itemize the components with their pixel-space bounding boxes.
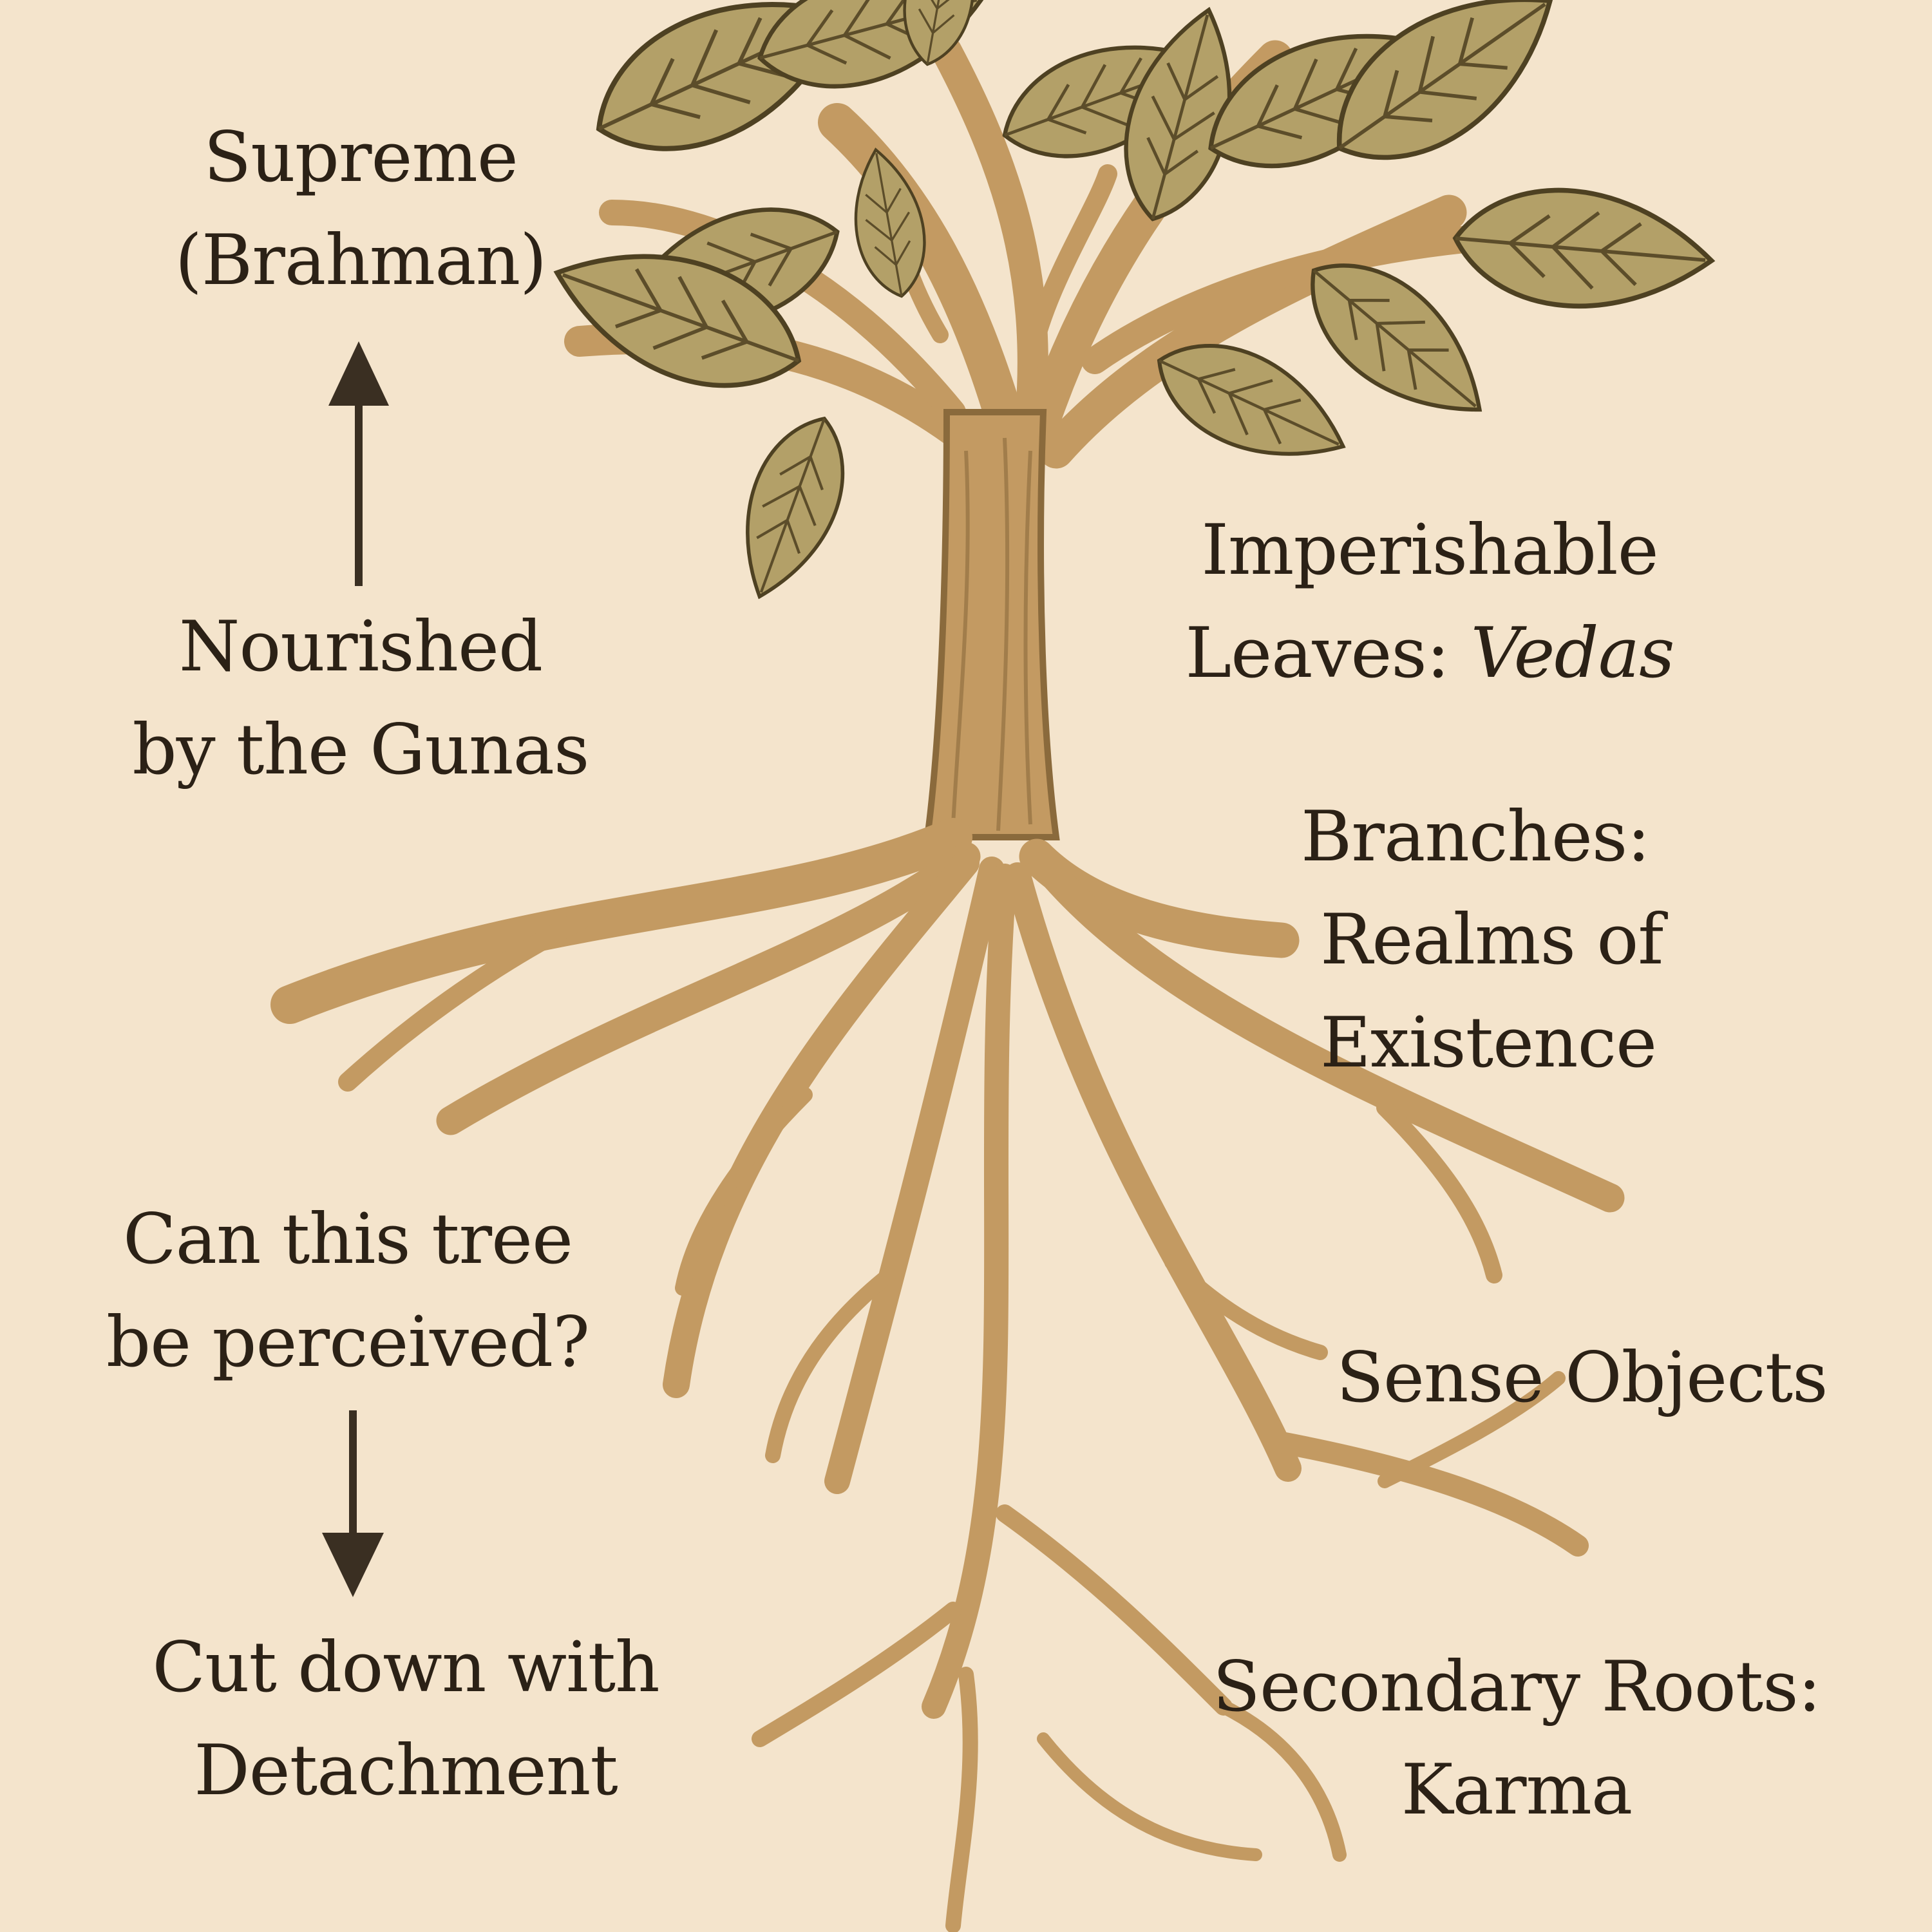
secondary-roots-line-2: Karma	[1401, 1750, 1633, 1830]
branches-line-2: Realms of	[1320, 900, 1663, 980]
trunk	[923, 409, 1060, 840]
vedas-italic: Vedas	[1470, 613, 1675, 694]
imperishable-line-2: Leaves: Vedas	[1146, 602, 1713, 705]
perceived-line-2: be perceived?	[106, 1302, 590, 1383]
supreme-line-1: Supreme	[204, 117, 518, 198]
cut-down-line-1: Cut down with	[152, 1627, 659, 1708]
imperishable-line-1: Imperishable	[1201, 510, 1658, 591]
arrow-down-icon	[322, 1410, 384, 1597]
supreme-label: Supreme (Brahman)	[161, 106, 560, 312]
perceived-line-1: Can this tree	[122, 1199, 573, 1280]
cut-down-label: Cut down with Detachment	[116, 1616, 696, 1823]
supreme-line-2: (Brahman)	[175, 220, 547, 301]
arrow-up-icon	[328, 341, 389, 586]
secondary-roots-line-1: Secondary Roots:	[1212, 1647, 1821, 1727]
sense-objects-text: Sense Objects	[1336, 1338, 1828, 1418]
branches-label: Branches: Realms of Existence	[1301, 786, 1777, 1095]
nourished-line-1: Nourished	[178, 607, 543, 687]
secondary-roots-label: Secondary Roots: Karma	[1179, 1636, 1855, 1842]
branches-line-3: Existence	[1320, 1003, 1657, 1083]
nourished-line-2: by the Gunas	[132, 710, 590, 790]
perceived-question: Can this tree be perceived?	[84, 1188, 612, 1394]
imperishable-label: Imperishable Leaves: Vedas	[1146, 499, 1713, 705]
leaves-prefix: Leaves:	[1185, 613, 1471, 694]
sense-objects-label: Sense Objects	[1336, 1327, 1828, 1430]
roots	[270, 818, 1625, 1932]
cut-down-line-2: Detachment	[194, 1730, 618, 1811]
nourished-label: Nourished by the Gunas	[116, 596, 605, 802]
branches-line-1: Branches:	[1301, 797, 1651, 877]
